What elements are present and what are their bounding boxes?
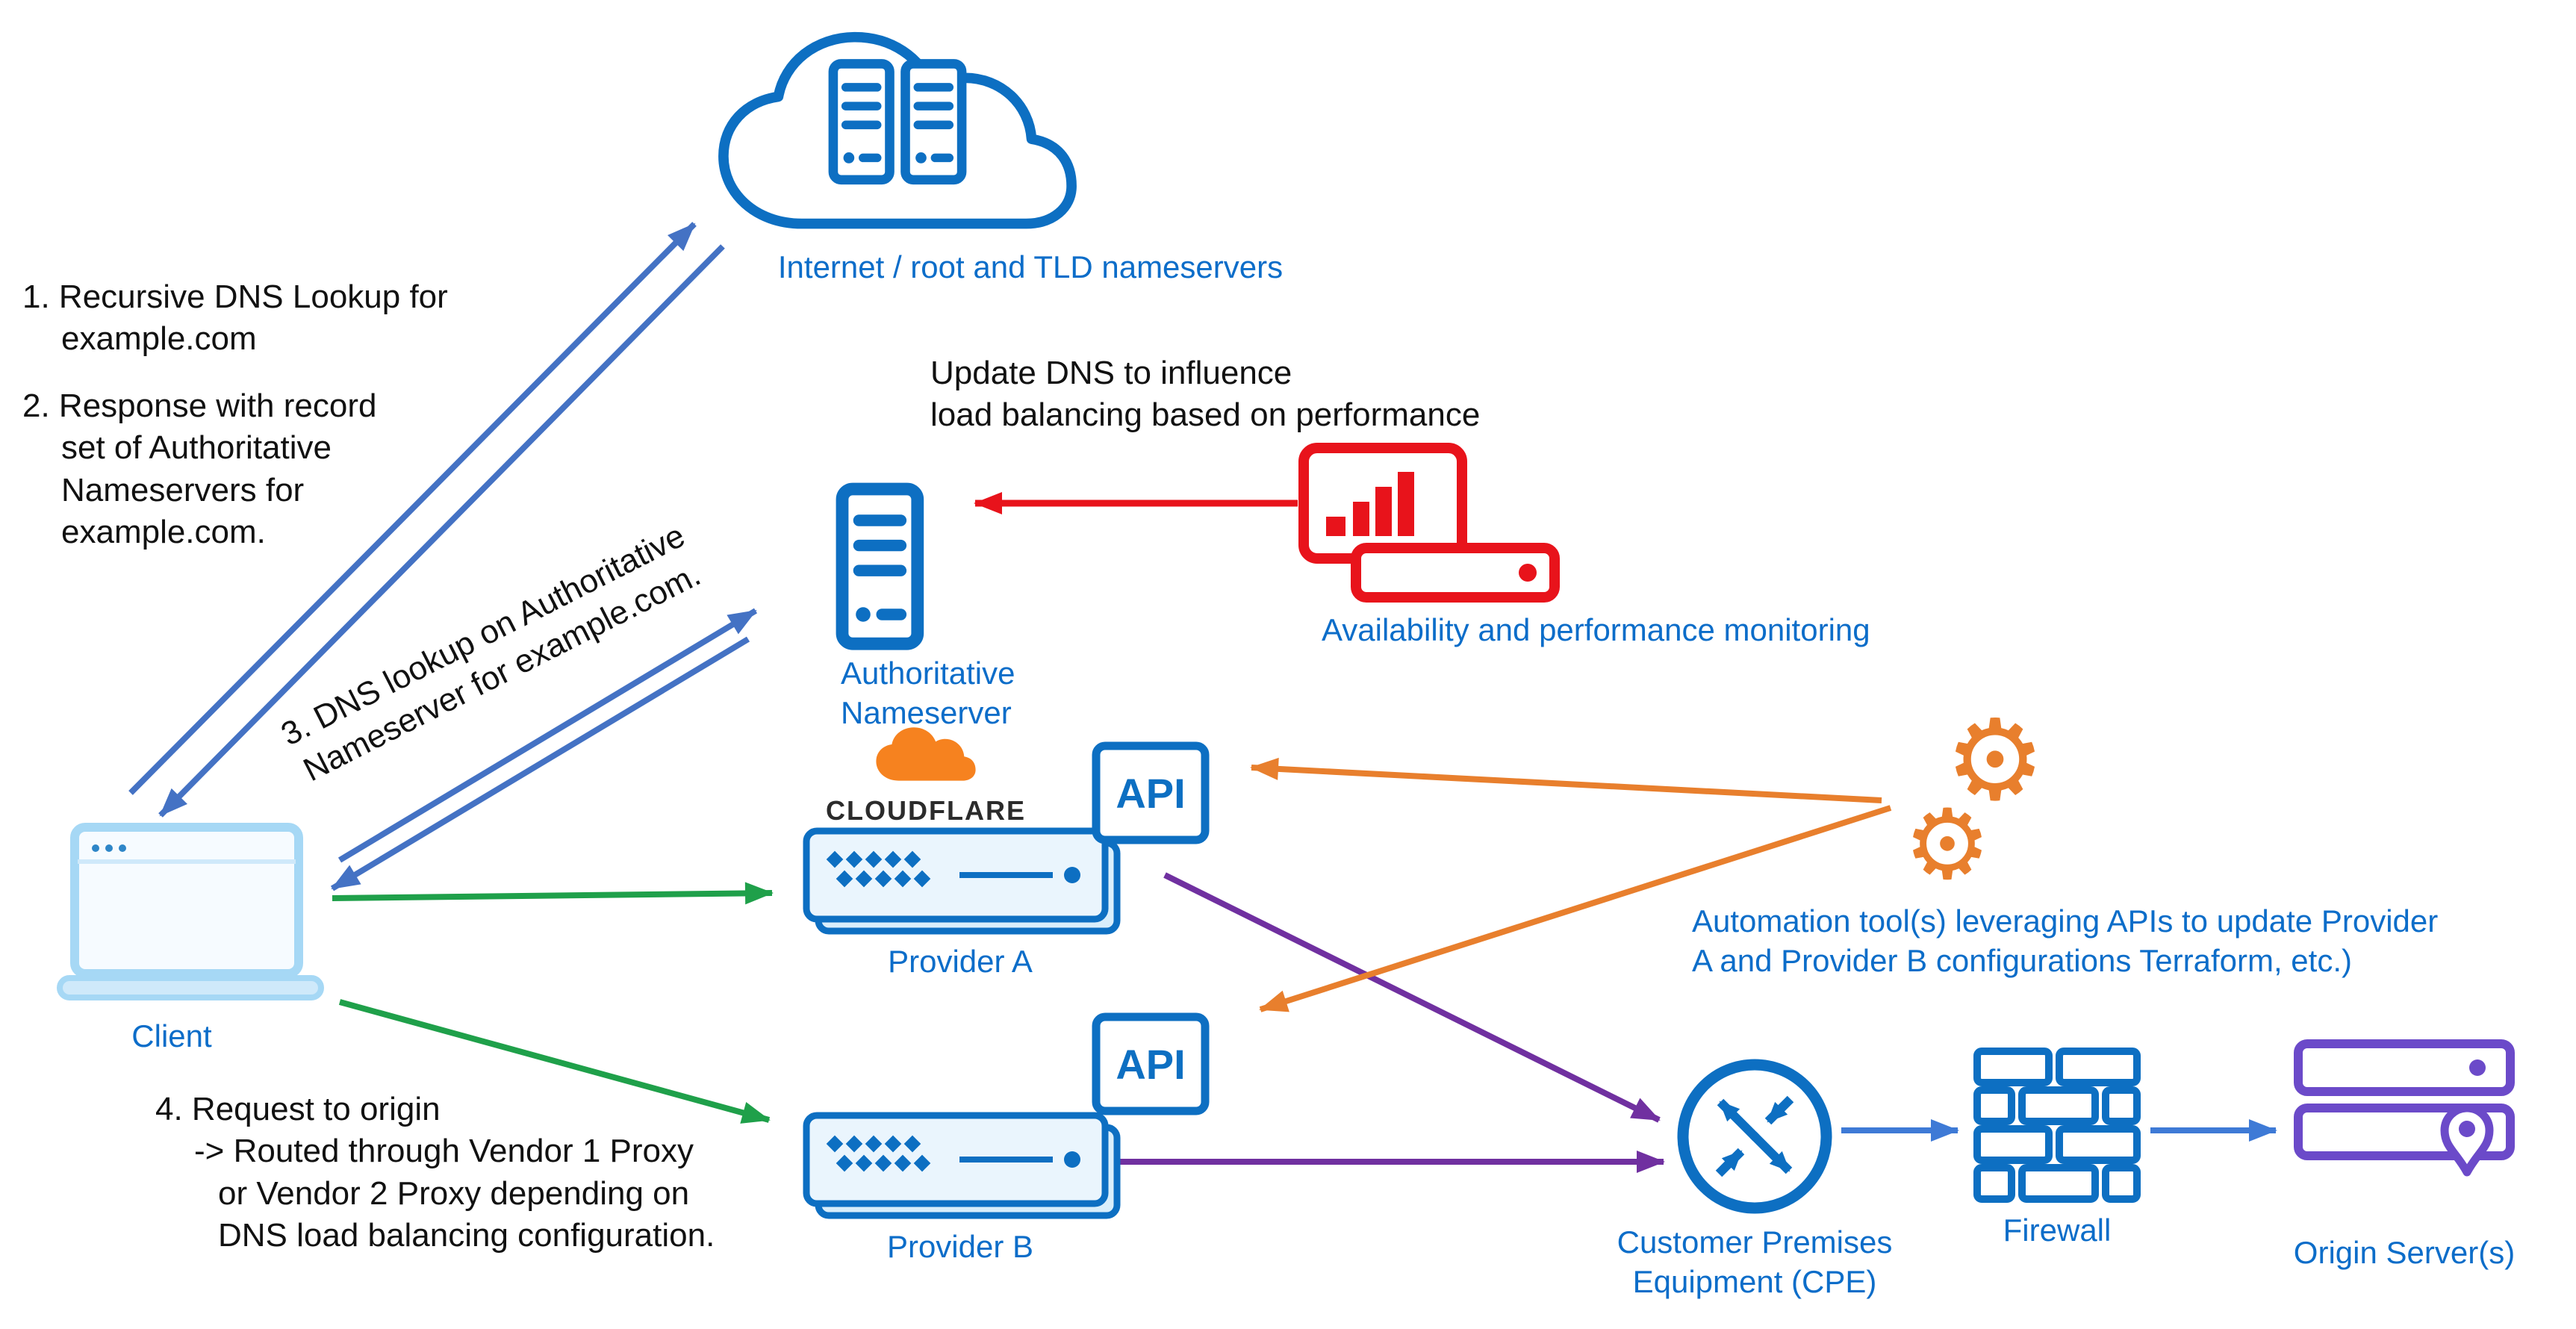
arrow-automation-to-api-b <box>1259 805 1892 1012</box>
gear-icon: ⚙ <box>1945 696 2045 826</box>
arrow-client-to-provider-a <box>332 882 774 905</box>
arrow-provider-a-to-cpe <box>1163 872 1661 1123</box>
api-box-provider-b: API <box>1092 1012 1210 1115</box>
automation-gears-icon: ⚙ ⚙ <box>1904 696 2046 901</box>
origin-servers-icon <box>2294 1039 2515 1177</box>
cloud-server-rack-icon <box>833 63 890 179</box>
arrow-recursive-response <box>158 244 725 818</box>
internet-label: Internet / root and TLD nameservers <box>777 249 1284 284</box>
client-label: Client <box>131 1018 212 1053</box>
arrow-client-to-provider-b <box>338 999 771 1124</box>
firewall-icon <box>1973 1048 2141 1203</box>
api-box-provider-a: API <box>1092 741 1210 844</box>
internet-cloud-icon <box>724 37 1071 224</box>
api-label: API <box>1116 1041 1185 1088</box>
cpe-label: Customer Premises Equipment (CPE) <box>1617 1224 1893 1299</box>
cloudflare-wordmark: CLOUDFLARE <box>826 795 1026 826</box>
annotation-step4: 4. Request to origin -> Routed through V… <box>155 1091 715 1254</box>
api-label: API <box>1116 770 1185 817</box>
arrow-authoritative-lookup <box>337 608 758 863</box>
provider-a-label: Provider A <box>888 944 1033 979</box>
annotation-step2: 2. Response with record set of Authorita… <box>22 388 377 550</box>
arrow-automation-to-api-a <box>1250 757 1882 803</box>
arrows <box>128 222 2277 1173</box>
automation-label: Automation tool(s) leveraging APIs to up… <box>1692 903 2439 978</box>
cloudflare-logo: CLOUDFLARE <box>826 727 1026 826</box>
provider-a-appliance-icon <box>806 831 1117 931</box>
monitoring-label: Availability and performance monitoring <box>1322 612 1870 647</box>
cpe-router-icon <box>1677 1059 1832 1214</box>
origin-servers-label: Origin Server(s) <box>2293 1235 2516 1270</box>
provider-b-label: Provider B <box>886 1229 1034 1264</box>
annotation-step1: 1. Recursive DNS Lookup for example.com <box>22 278 448 358</box>
cloud-server-rack-icon <box>906 63 962 179</box>
monitoring-icon <box>1298 443 1560 603</box>
authoritative-nameserver-icon <box>842 489 918 644</box>
location-pin-icon <box>2440 1104 2494 1177</box>
client-laptop-icon <box>57 823 324 1000</box>
provider-b-appliance-icon <box>806 1115 1117 1216</box>
firewall-label: Firewall <box>2003 1213 2112 1248</box>
arrow-recursive-lookup <box>128 222 697 795</box>
cloudflare-cloud-icon <box>876 727 976 781</box>
authoritative-nameserver-label: Authoritative Nameserver <box>841 656 1015 730</box>
gear-icon: ⚙ <box>1904 788 1991 901</box>
arrow-authoritative-response <box>330 636 750 891</box>
annotation-update-dns: Update DNS to influence load balancing b… <box>930 355 1481 434</box>
